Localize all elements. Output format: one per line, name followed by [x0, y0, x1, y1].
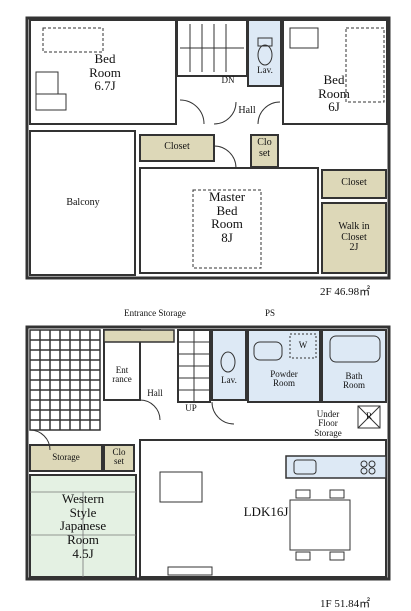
closet-1f-box: [103, 444, 135, 472]
bath-room-label: Bath Room: [342, 371, 365, 391]
balcony-label: Balcony: [66, 197, 100, 208]
storage-1f-label: Storage: [52, 452, 80, 462]
powder-room-label: Powder Room: [270, 369, 298, 389]
lav-1f-room: [211, 329, 247, 401]
bed-right-label: Bed Room 6J: [318, 72, 350, 115]
storage-1f-box: [29, 444, 103, 472]
entrance-label: Ent rance: [112, 365, 132, 385]
master-bed-label: Master Bed Room 8J: [208, 189, 246, 245]
lav-1f-label: Lav.: [221, 375, 237, 385]
dn-label: DN: [221, 75, 235, 85]
bath-room: [321, 329, 387, 403]
closet-a-label: Closet: [164, 141, 190, 152]
hall-2f-label: Hall: [238, 105, 256, 116]
closet-b-label: Clo set: [257, 137, 272, 159]
floor2-outer-wall: [25, 16, 391, 280]
hall-1f-label: Hall: [147, 388, 163, 398]
walkin-closet-label: Walk in Closet 2J: [338, 221, 370, 253]
lav-2f-label: Lav.: [257, 65, 273, 75]
entrance-storage-label: Entrance Storage: [124, 308, 186, 318]
washer-label: W: [298, 340, 308, 350]
entrance-hatch: [29, 329, 101, 431]
ldk-label: LDK16J: [243, 504, 289, 519]
ldk-outline: [139, 439, 387, 578]
floor1-outer-wall: [25, 325, 391, 581]
closet-c-label: Closet: [341, 177, 367, 188]
lav-2f-room: [247, 19, 282, 87]
closet-1f-label: Clo set: [112, 447, 126, 467]
closet-c-box: [321, 169, 387, 199]
japanese-room-label: Western Style Japanese Room 4.5J: [59, 491, 107, 561]
entrance-storage-box: [103, 329, 175, 343]
fridge-label: R: [365, 411, 372, 421]
closet-a-box: [139, 134, 215, 162]
master-outline: [139, 167, 319, 274]
walkin-box: [321, 202, 387, 274]
bed-right-outline: [282, 19, 388, 125]
ps-label: PS: [264, 308, 275, 318]
bed-left-label: Bed Room 6.7J: [89, 51, 121, 94]
master-bed-dashed: [192, 189, 262, 269]
floor1-area-label: 1F 51.84㎡: [320, 598, 371, 610]
up-label: UP: [185, 403, 197, 413]
underfloor-storage-label: Under Floor Storage: [314, 409, 342, 438]
floor2-area-label: 2F 46.98㎡: [320, 286, 371, 298]
